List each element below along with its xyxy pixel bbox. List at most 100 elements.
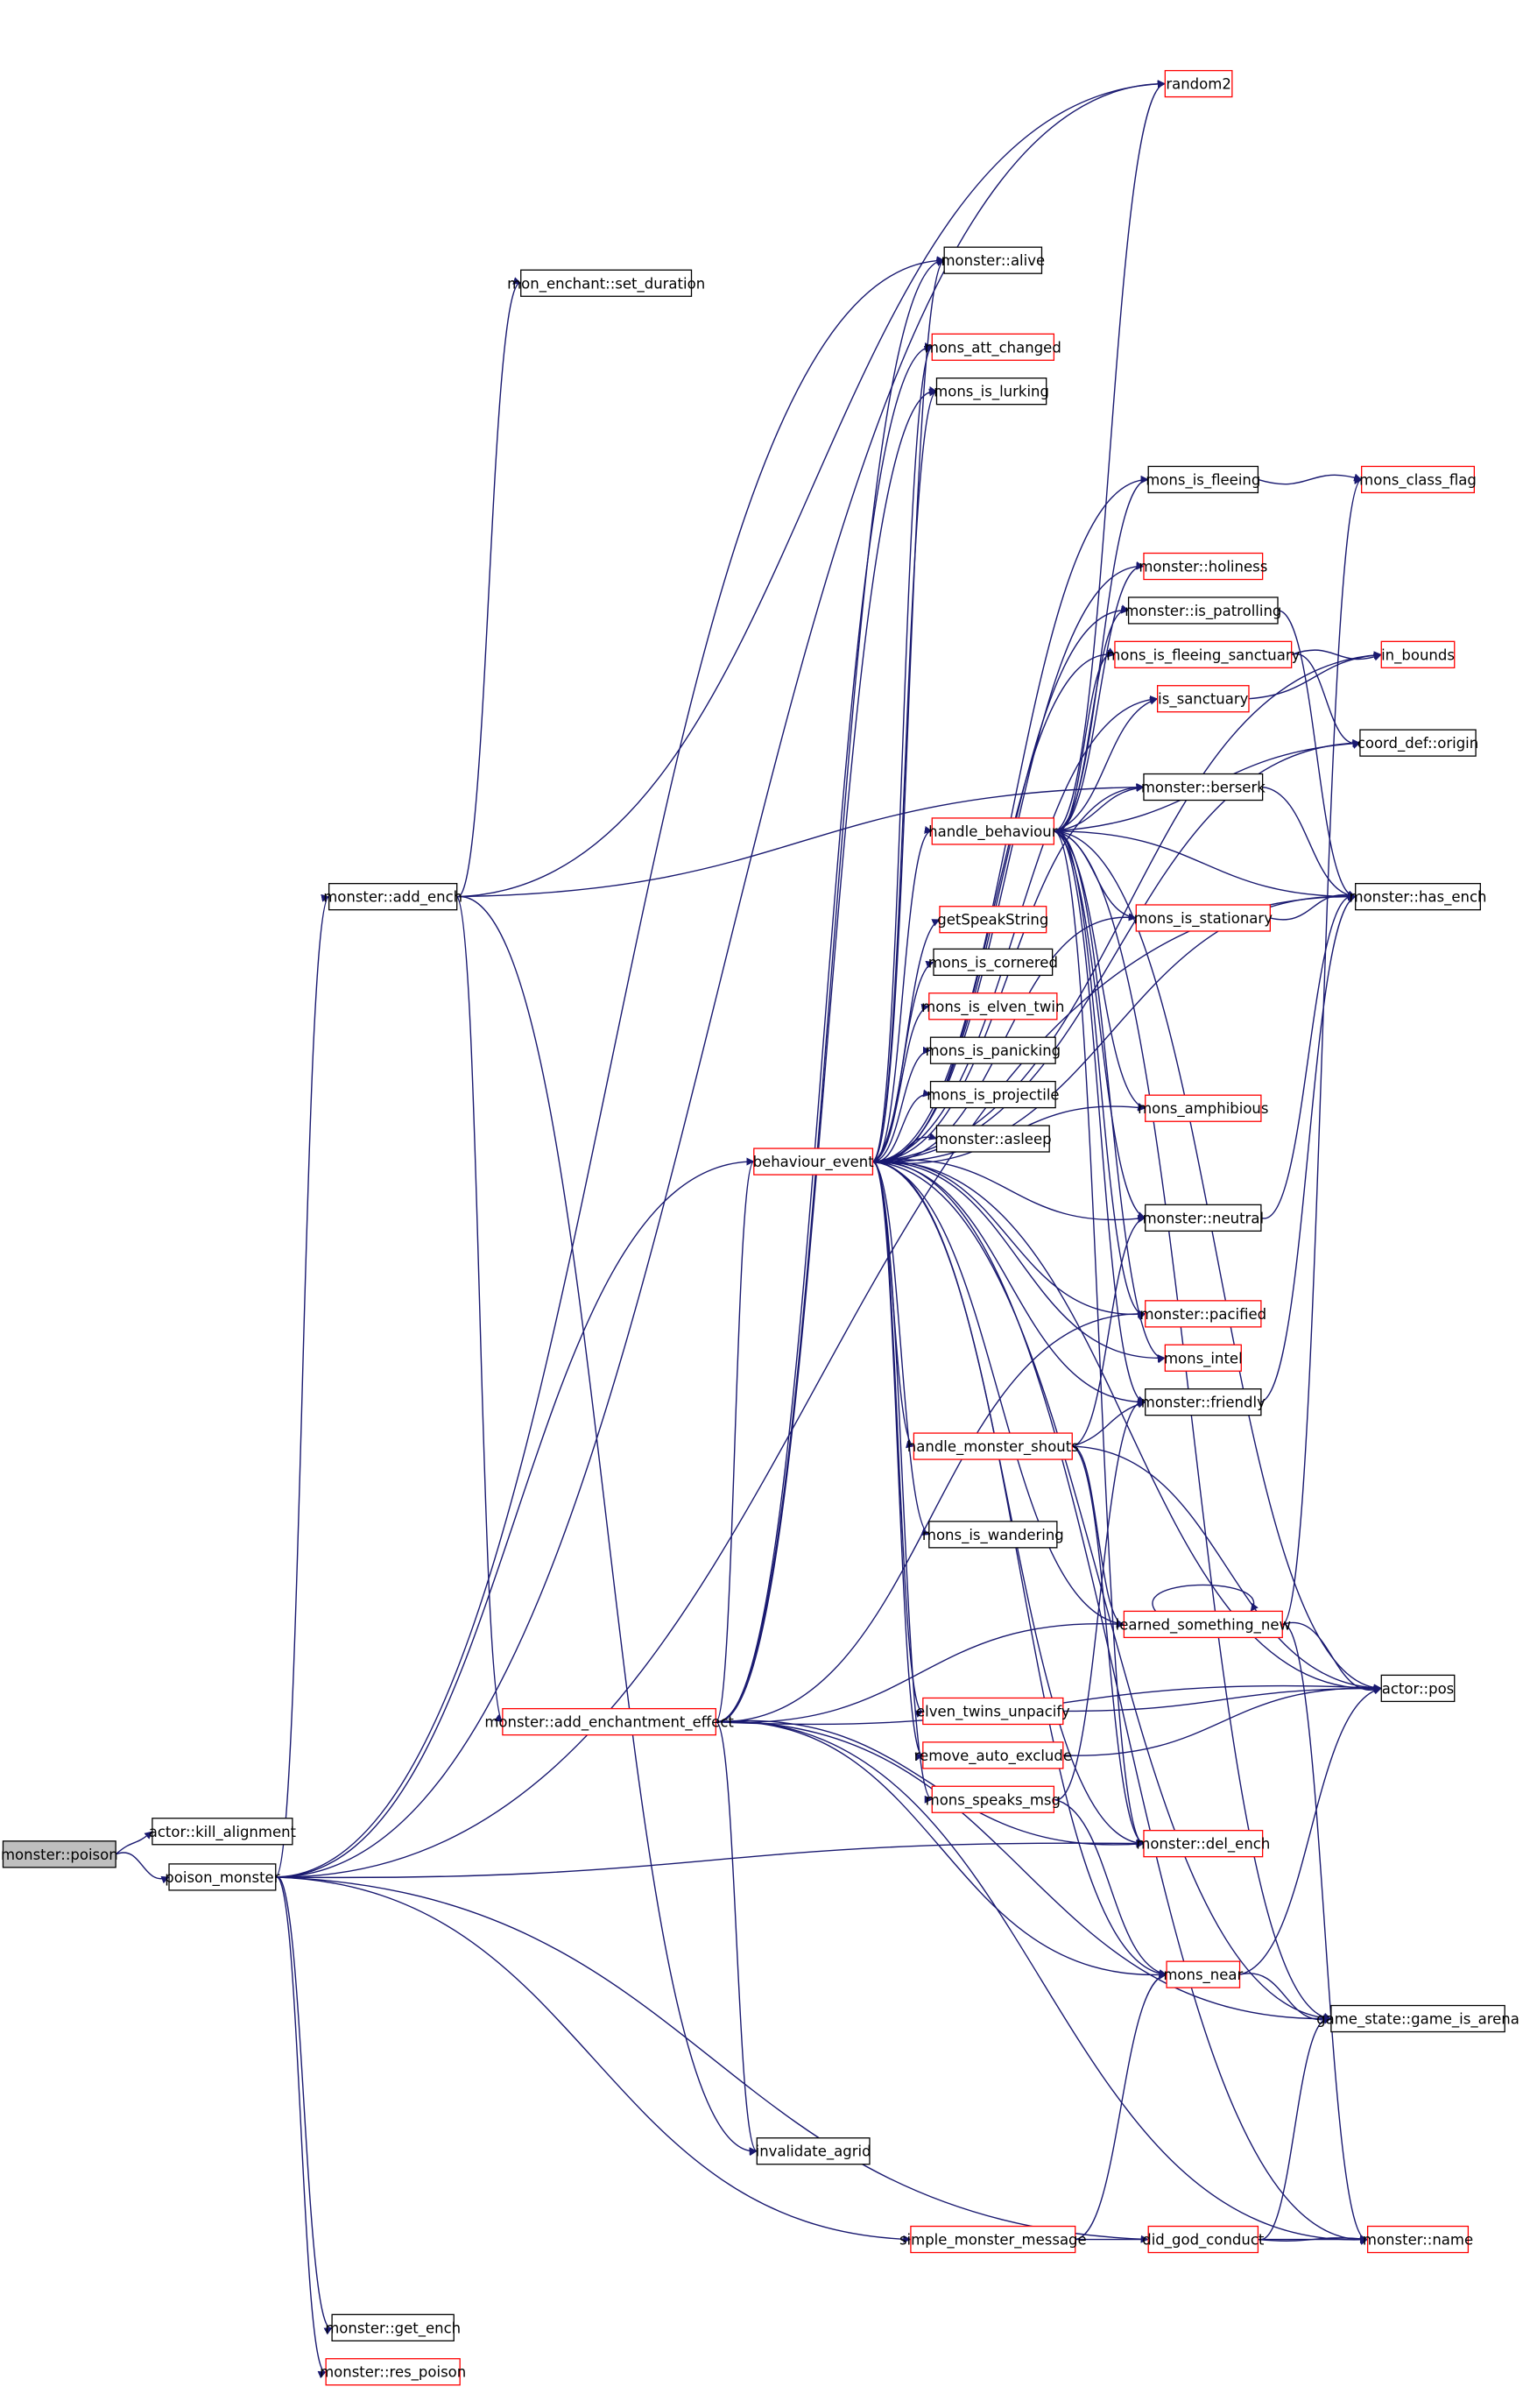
edge-poison_monster-to-monster_res_poison xyxy=(275,1876,327,2379)
node-did-god-conduct[interactable]: did_god_conduct xyxy=(1142,2225,1265,2254)
node-box xyxy=(1361,465,1476,494)
node-mons-is-lurking[interactable]: mons_is_lurking xyxy=(934,378,1049,406)
node-random2[interactable]: random2 xyxy=(1164,69,1233,98)
edge-poison_monster-to-random2 xyxy=(275,80,1166,1878)
edge-monster_add_enchantment_effect-to-invalidate_agrid xyxy=(715,1720,758,2156)
node-monster-get-ench[interactable]: monster::get_ench xyxy=(325,2313,461,2341)
node-label: did_god_conduct xyxy=(1142,2232,1265,2249)
edge-behaviour_event-to-learned_something_new xyxy=(872,1161,1125,1628)
edge-mons_is_fleeing_sanctuary-to-coord_def_origin xyxy=(1291,653,1361,749)
edge-handle_behaviour-to-game_state_game_is_arena xyxy=(1054,830,1332,2023)
node-box xyxy=(933,948,1054,977)
node-monster-alive[interactable]: monster::alive xyxy=(941,246,1045,274)
node-handle-behaviour[interactable]: handle_behaviour xyxy=(928,817,1058,845)
node-box xyxy=(935,378,1047,406)
edge-is_sanctuary-to-in_bounds xyxy=(1248,651,1382,700)
node-mons-speaks-msg[interactable]: mons_speaks_msg xyxy=(926,1785,1061,1813)
edge-handle_behaviour-to-mons_intel xyxy=(1054,830,1166,1364)
node-mons-class-flag[interactable]: mons_class_flag xyxy=(1359,465,1477,494)
edge-monster_add_ench-to-invalidate_agrid xyxy=(456,895,758,2157)
node-mons-is-cornered[interactable]: mons_is_cornered xyxy=(928,948,1058,977)
node-actor-pos[interactable]: actor::pos xyxy=(1380,1674,1456,1703)
node-getSpeakString[interactable]: getSpeakString xyxy=(937,906,1048,934)
node-monster-is-patrolling[interactable]: monster::is_patrolling xyxy=(1125,597,1281,625)
edge-monster_add_enchantment_effect-to-mons_att_changed xyxy=(716,342,933,1723)
node-label: mons_is_stationary xyxy=(1134,910,1273,928)
node-monster-res-poison[interactable]: monster::res_poison xyxy=(320,2358,466,2386)
node-monster-name[interactable]: monster::name xyxy=(1363,2225,1473,2254)
node-monster-neutral[interactable]: monster::neutral xyxy=(1143,1204,1264,1232)
edge-behaviour_event-to-mons_is_wandering xyxy=(872,1161,930,1536)
edge-mons_is_stationary-to-monster_has_ench xyxy=(1270,891,1357,921)
node-monster-asleep[interactable]: monster::asleep xyxy=(934,1125,1052,1153)
node-behaviour-event[interactable]: behaviour_event xyxy=(753,1148,875,1176)
node-monster-has-ench[interactable]: monster::has_ench xyxy=(1350,883,1487,911)
node-box xyxy=(1380,1674,1456,1703)
edge-poison_monster-to-monster_has_ench xyxy=(275,893,1357,1878)
node-monster-holiness[interactable]: monster::holiness xyxy=(1139,552,1267,581)
node-box xyxy=(922,1697,1064,1726)
node-box xyxy=(1145,1094,1262,1122)
edge-remove_auto_exclude-to-actor_pos xyxy=(1062,1684,1382,1756)
node-label: monster::pacified xyxy=(1139,1306,1266,1323)
edge-poison_monster-to-behaviour_event xyxy=(275,1157,755,1878)
node-mons-is-stationary[interactable]: mons_is_stationary xyxy=(1134,904,1273,932)
node-monster-friendly[interactable]: monster::friendly xyxy=(1141,1388,1266,1416)
node-monster-pacified[interactable]: monster::pacified xyxy=(1139,1300,1266,1328)
node-monster-del-ench[interactable]: monster::del_ench xyxy=(1136,1830,1270,1858)
edge-monster_add_enchantment_effect-to-game_state_game_is_arena xyxy=(716,1720,1332,2023)
edge-poison_monster-to-simple_monster_message xyxy=(275,1876,912,2243)
node-mons-is-projectile[interactable]: mons_is_projectile xyxy=(927,1080,1060,1109)
node-is-sanctuary[interactable]: is_sanctuary xyxy=(1156,685,1250,713)
node-in-bounds[interactable]: in_bounds xyxy=(1380,640,1456,668)
node-mon-enchant-set-duration[interactable]: mon_enchant::set_duration xyxy=(507,269,705,297)
node-box xyxy=(929,1036,1056,1064)
node-mons-is-fleeing-sanctuary[interactable]: mons_is_fleeing_sanctuary xyxy=(1106,640,1301,668)
edge-handle_monster_shouts-to-actor_pos xyxy=(1072,1445,1382,1692)
edge-poison_monster-to-monster_get_ench xyxy=(275,1876,333,2335)
node-mons-is-wandering[interactable]: mons_is_wandering xyxy=(922,1521,1064,1549)
edge-mons_near-to-game_state_game_is_arena xyxy=(1239,1973,1332,2024)
edge-monster_add_enchantment_effect-to-monster_pacified xyxy=(716,1310,1146,1723)
edge-monster_add_enchantment_effect-to-behaviour_event xyxy=(715,1157,755,1723)
node-mons-att-changed[interactable]: mons_att_changed xyxy=(925,333,1061,361)
edge-mons_speaks_msg-to-mons_near xyxy=(1054,1798,1167,1977)
edge-handle_behaviour-to-monster_berserk xyxy=(1054,784,1145,832)
node-handle-monster-shouts[interactable]: handle_monster_shouts xyxy=(907,1432,1079,1460)
node-mons-amphibious[interactable]: mons_amphibious xyxy=(1138,1094,1269,1122)
node-box xyxy=(1145,1388,1262,1416)
node-simple-monster-message[interactable]: simple_monster_message xyxy=(899,2225,1087,2254)
node-mons-near[interactable]: mons_near xyxy=(1163,1960,1244,1988)
node-label: is_sanctuary xyxy=(1158,691,1248,709)
edge-handle_behaviour-to-monster_holiness xyxy=(1054,561,1145,832)
node-label: remove_auto_exclude xyxy=(914,1748,1072,1765)
node-box xyxy=(939,906,1047,934)
node-mons-is-fleeing[interactable]: mons_is_fleeing xyxy=(1146,465,1260,494)
node-label: getSpeakString xyxy=(937,912,1048,929)
node-monster-berserk[interactable]: monster::berserk xyxy=(1141,773,1266,801)
node-mons-is-elven-twin[interactable]: mons_is_elven_twin xyxy=(921,992,1064,1020)
node-invalidate-agrid[interactable]: invalidate_agrid xyxy=(756,2137,871,2165)
edge-handle_monster_shouts-to-learned_something_new xyxy=(1072,1445,1125,1628)
node-poison-monster[interactable]: poison_monster xyxy=(165,1863,280,1891)
edge-behaviour_event-to-monster_friendly xyxy=(872,1161,1146,1407)
node-mons-intel[interactable]: mons_intel xyxy=(1164,1344,1243,1372)
node-box xyxy=(931,1785,1055,1813)
node-monster-add-ench[interactable]: monster::add_ench xyxy=(323,883,462,911)
edge-behaviour_event-to-monster_neutral xyxy=(872,1159,1146,1223)
node-box xyxy=(520,269,693,297)
node-label: coord_def::origin xyxy=(1357,735,1478,752)
edge-handle_behaviour-to-monster_del_ench xyxy=(1054,830,1145,1847)
node-box xyxy=(1330,2004,1505,2033)
node-label: mon_enchant::set_duration xyxy=(507,275,705,293)
node-label: mons_speaks_msg xyxy=(926,1791,1061,1809)
node-remove-auto-exclude[interactable]: remove_auto_exclude xyxy=(914,1741,1072,1769)
node-game-state-game-is-arena[interactable]: game_state::game_is_arena xyxy=(1316,2004,1519,2033)
node-mons-is-panicking[interactable]: mons_is_panicking xyxy=(925,1036,1061,1064)
node-monster-add-enchantment-effect[interactable]: monster::add_enchantment_effect xyxy=(484,1707,734,1736)
node-elven-twins-unpacify[interactable]: elven_twins_unpacify xyxy=(916,1697,1070,1726)
node-coord-def-origin[interactable]: coord_def::origin xyxy=(1357,729,1478,757)
edge-learned_something_new-to-monster_name xyxy=(1282,1623,1369,2245)
node-learned-something-new[interactable]: learned_something_new xyxy=(1116,1610,1291,1639)
node-actor-kill-alignment[interactable]: actor::kill_alignment xyxy=(149,1818,297,1846)
